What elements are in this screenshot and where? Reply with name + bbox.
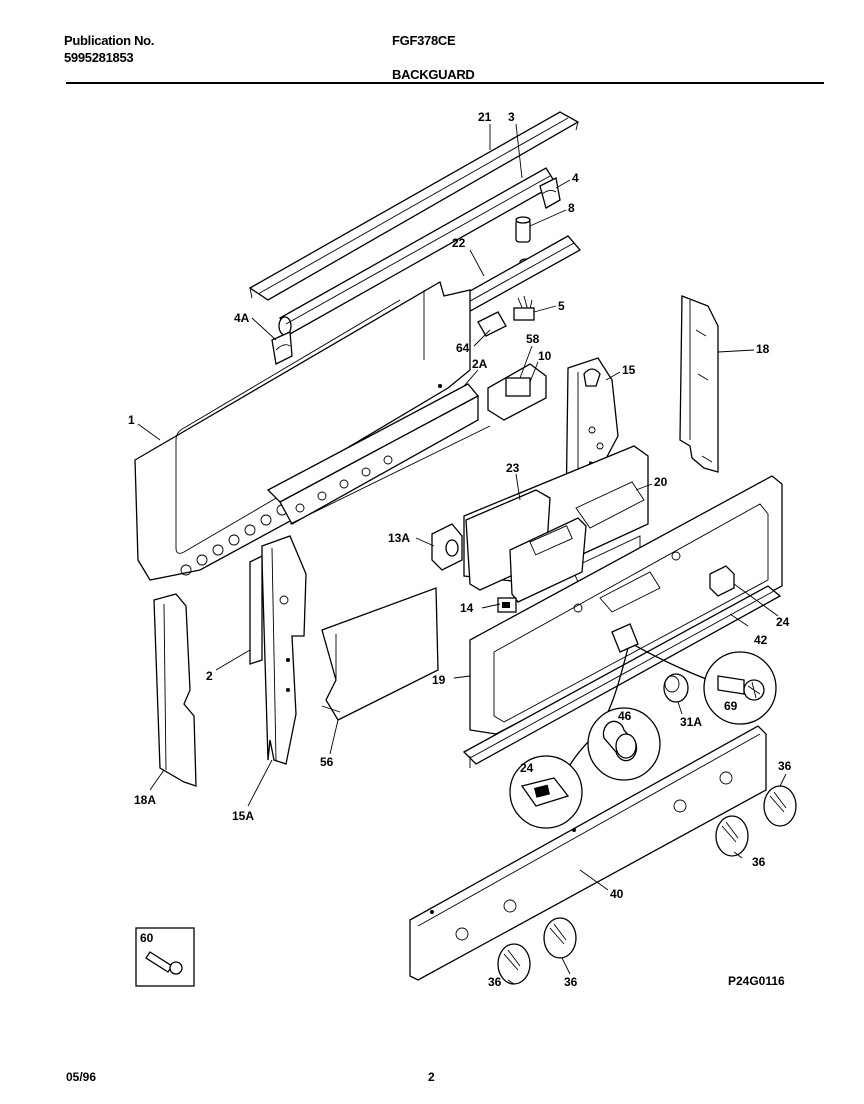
part-58-switch-bracket — [487, 363, 547, 421]
callout-4A: 4A — [234, 311, 250, 325]
callout-18A: 18A — [134, 793, 156, 807]
callout-19: 19 — [432, 673, 446, 687]
part-40-manifold-panel — [409, 725, 767, 981]
callout-36-d: 36 — [488, 975, 502, 989]
callout-21: 21 — [478, 110, 492, 124]
part-24-switch-upper — [709, 565, 735, 597]
callout-56: 56 — [320, 755, 334, 769]
part-19-control-panel — [469, 475, 783, 735]
part-13A-switch — [431, 523, 463, 571]
part-4-lamp-holder — [539, 177, 561, 209]
part-60-screw-box — [135, 927, 195, 987]
callout-10: 10 — [538, 349, 552, 363]
section-title: BACKGUARD — [392, 67, 475, 82]
callout-24-upper: 24 — [776, 615, 790, 629]
callout-40: 40 — [610, 887, 624, 901]
callout-18: 18 — [756, 342, 770, 356]
part-1-backguard-panel — [134, 281, 471, 581]
part-18A-side-bracket — [153, 593, 197, 787]
part-15A-side-bracket-left — [261, 535, 307, 765]
part-18-side-bracket — [679, 295, 719, 473]
part-24-detail-circle — [509, 755, 583, 829]
callout-36-b: 36 — [752, 855, 766, 869]
part-5-ballast — [513, 295, 535, 321]
page-number: 2 — [428, 1070, 435, 1084]
callout-3: 3 — [508, 110, 515, 124]
callout-60: 60 — [140, 931, 154, 945]
model-number: FGF378CE — [392, 33, 456, 48]
callout-8: 8 — [568, 201, 575, 215]
part-36-knob-a — [763, 785, 797, 827]
drawing-code: P24G0116 — [728, 974, 785, 988]
publication-number: 5995281853 — [64, 50, 134, 65]
part-2-bracket — [249, 554, 263, 665]
part-21-top-trim — [248, 111, 580, 301]
callout-5: 5 — [558, 299, 565, 313]
callout-31A: 31A — [680, 715, 702, 729]
callout-2A: 2A — [472, 357, 488, 371]
callout-36-a: 36 — [778, 759, 792, 773]
callout-13A: 13A — [388, 531, 410, 545]
leader-lines — [137, 123, 787, 985]
part-31A-knob — [663, 673, 689, 703]
part-4A-lamp-holder — [271, 331, 293, 365]
callout-24-detail: 24 — [520, 761, 534, 775]
callout-2: 2 — [206, 669, 213, 683]
callout-64: 64 — [456, 341, 470, 355]
part-69-detail-circle — [703, 651, 777, 725]
callout-23: 23 — [506, 461, 520, 475]
part-46-detail-circle — [587, 707, 661, 781]
part-42-trim-strip — [462, 585, 782, 768]
callout-46: 46 — [618, 709, 632, 723]
part-2A-inner-bracket — [266, 383, 491, 525]
part-36-knob-c — [543, 917, 577, 959]
callout-14: 14 — [460, 601, 474, 615]
part-56-shield — [321, 587, 439, 721]
callout-69: 69 — [724, 699, 738, 713]
part-64-bracket — [477, 311, 507, 337]
header-rule — [66, 82, 824, 84]
callout-1: 1 — [128, 413, 135, 427]
callout-15A: 15A — [232, 809, 254, 823]
publication-label: Publication No. — [64, 33, 155, 48]
callout-58: 58 — [526, 332, 540, 346]
callout-36-c: 36 — [564, 975, 578, 989]
footer-date: 05/96 — [66, 1070, 97, 1084]
part-36-knob-d — [497, 943, 531, 985]
part-36-knob-b — [715, 815, 749, 857]
callout-20: 20 — [654, 475, 668, 489]
part-14-switch — [497, 597, 517, 613]
callout-42: 42 — [754, 633, 768, 647]
callout-4: 4 — [572, 171, 579, 185]
callout-15: 15 — [622, 363, 636, 377]
part-23-clock-board — [465, 489, 587, 603]
callout-22: 22 — [452, 236, 466, 250]
